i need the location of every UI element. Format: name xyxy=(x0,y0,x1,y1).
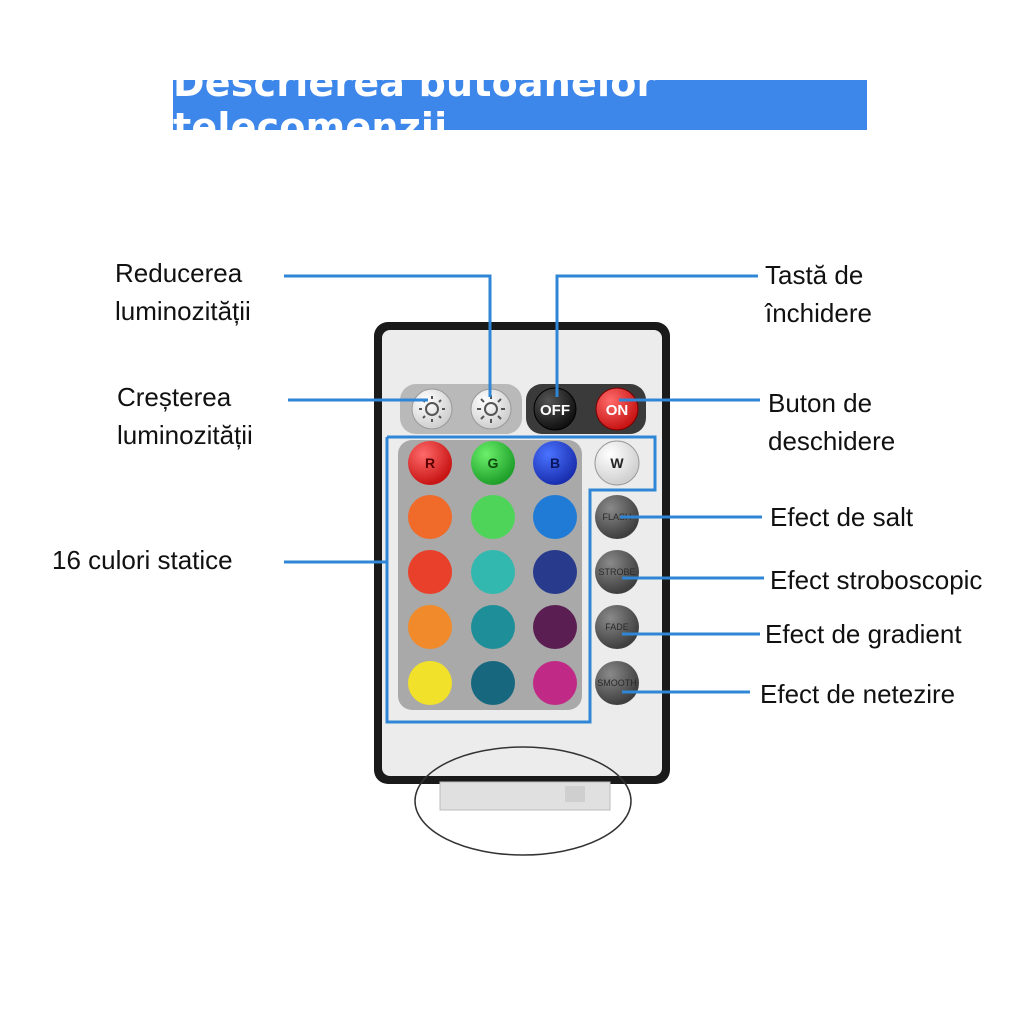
red-button[interactable]: R xyxy=(408,441,452,485)
color-button-petrol[interactable] xyxy=(471,661,515,705)
color-button-orange-red[interactable] xyxy=(408,495,452,539)
blue-button-label: B xyxy=(550,455,560,471)
leader-off xyxy=(555,274,758,397)
label-static-colors: 16 culori statice xyxy=(52,545,233,575)
static-colors-bracket xyxy=(385,435,657,724)
brightness-down-button[interactable] xyxy=(411,388,453,430)
fade-button-label: FADE xyxy=(605,622,629,632)
label-smooth-effect: Efect de netezire xyxy=(760,679,956,709)
color-button-cyan-dark[interactable] xyxy=(471,605,515,649)
smooth-button-label: SMOOTH xyxy=(597,678,637,688)
label-on-button: Buton de deschidere xyxy=(768,388,896,456)
red-button-label: R xyxy=(425,455,435,471)
white-button-label: W xyxy=(610,455,624,471)
label-brightness-up: Creșterea luminozității xyxy=(117,382,253,450)
green-button[interactable]: G xyxy=(471,441,515,485)
on-button-label: ON xyxy=(606,402,629,419)
leader-brightness-down xyxy=(284,274,492,397)
flash-button[interactable]: FLASH xyxy=(595,495,639,539)
label-gradient-effect: Efect de gradient xyxy=(765,619,962,649)
color-button-navy[interactable] xyxy=(533,550,577,594)
green-button-label: G xyxy=(488,455,499,471)
off-button[interactable]: OFF xyxy=(533,387,577,431)
label-off-key: Tastă de închidere xyxy=(765,260,872,328)
flash-button-label: FLASH xyxy=(602,512,631,522)
label-brightness-down: Reducerea luminozității xyxy=(115,258,251,326)
label-jump-effect: Efect de salt xyxy=(770,502,914,532)
strobe-button[interactable]: STROBE xyxy=(595,550,639,594)
color-button-yellow[interactable] xyxy=(408,661,452,705)
color-button-magenta[interactable] xyxy=(533,661,577,705)
color-button-azure[interactable] xyxy=(533,495,577,539)
color-button-red[interactable] xyxy=(408,550,452,594)
color-button-orange[interactable] xyxy=(408,605,452,649)
color-button-purple[interactable] xyxy=(533,605,577,649)
label-strobe-effect: Efect stroboscopic xyxy=(770,565,983,595)
smooth-button[interactable]: SMOOTH xyxy=(595,661,639,705)
fade-button[interactable]: FADE xyxy=(595,605,639,649)
strobe-button-label: STROBE xyxy=(598,567,635,577)
battery-tab-highlight xyxy=(414,746,632,856)
off-button-label: OFF xyxy=(540,402,570,419)
white-button[interactable]: W xyxy=(594,440,640,486)
color-button-light-green[interactable] xyxy=(471,495,515,539)
color-button-teal[interactable] xyxy=(471,550,515,594)
blue-button[interactable]: B xyxy=(533,441,577,485)
on-button[interactable]: ON xyxy=(595,387,639,431)
leader-lines xyxy=(284,274,764,694)
